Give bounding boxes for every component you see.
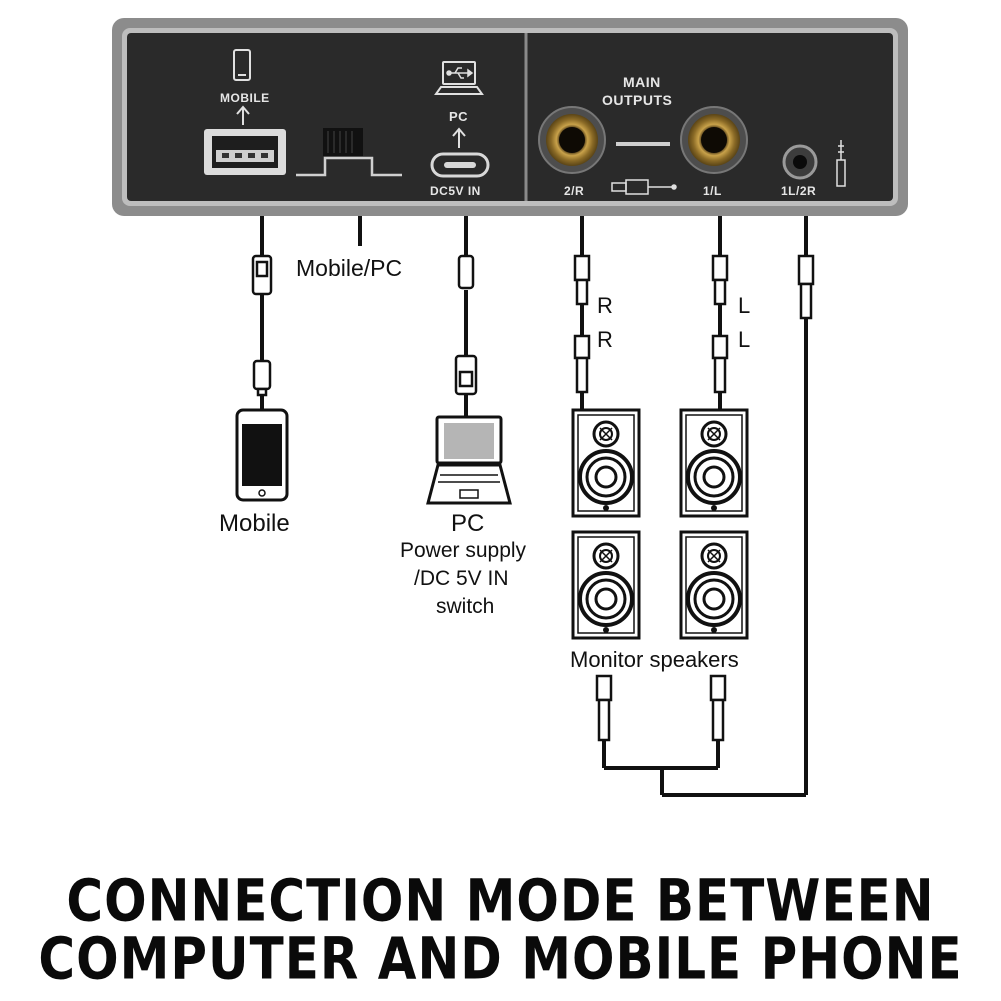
headphone-label: 1L/2R: [781, 184, 817, 198]
micro-usb-plug-mobile: [252, 359, 272, 397]
usb-a-plug-pc: [454, 354, 478, 396]
panel-laptop-icon: [434, 61, 484, 148]
pc-label: PC: [451, 510, 485, 537]
monitor-speakers-label: Monitor speakers: [570, 647, 739, 672]
title-line-2: COMPUTER AND MOBILE PHONE: [38, 925, 963, 993]
jack-plugs: [573, 254, 815, 742]
dc-in-label: DC5V IN: [430, 184, 481, 198]
panel-mini-plug-icon: [836, 140, 846, 187]
right-label-top: R: [597, 293, 613, 318]
monitor-speaker-right-bottom: [571, 530, 641, 640]
title-line-1: CONNECTION MODE BETWEEN: [66, 867, 935, 935]
pc-note-line1: Power supply: [400, 539, 527, 562]
output-jack-left: [680, 106, 748, 174]
main-outputs-label-1: MAIN: [623, 74, 661, 90]
usb-c-plug-top: [457, 254, 475, 290]
monitor-speaker-right-top: [571, 408, 641, 518]
usb-a-port: [204, 129, 286, 175]
switch-label: Mobile/PC: [296, 255, 403, 281]
output-left-label: 1/L: [703, 184, 722, 198]
smartphone-icon: [235, 408, 289, 502]
panel-phone-icon: [233, 49, 251, 125]
headphone-jack: [782, 144, 818, 180]
mobile-port-label: MOBILE: [220, 91, 270, 105]
monitor-speaker-left-top: [679, 408, 749, 518]
right-label-bottom: R: [597, 327, 613, 352]
main-outputs-label-2: OUTPUTS: [602, 92, 673, 108]
monitor-speakers-group: [571, 408, 749, 640]
usb-plug-mobile-top: [251, 254, 273, 296]
usb-trident-icon: [446, 67, 474, 79]
panel-plug-icon: [611, 179, 677, 195]
mobile-pc-switch: [296, 128, 402, 177]
pc-note-line3: switch: [436, 595, 495, 618]
laptop-icon: [426, 415, 512, 505]
usb-c-port: [430, 152, 490, 178]
output-jack-right: [538, 106, 606, 174]
monitor-speaker-left-bottom: [679, 530, 749, 640]
mobile-label: Mobile: [219, 510, 290, 537]
output-right-label: 2/R: [564, 184, 585, 198]
cable-lines: [260, 216, 808, 797]
left-label-top: L: [738, 293, 751, 318]
pc-note-line2: /DC 5V IN: [414, 567, 509, 590]
pc-port-label: PC: [449, 109, 469, 124]
left-label-bottom: L: [738, 327, 751, 352]
